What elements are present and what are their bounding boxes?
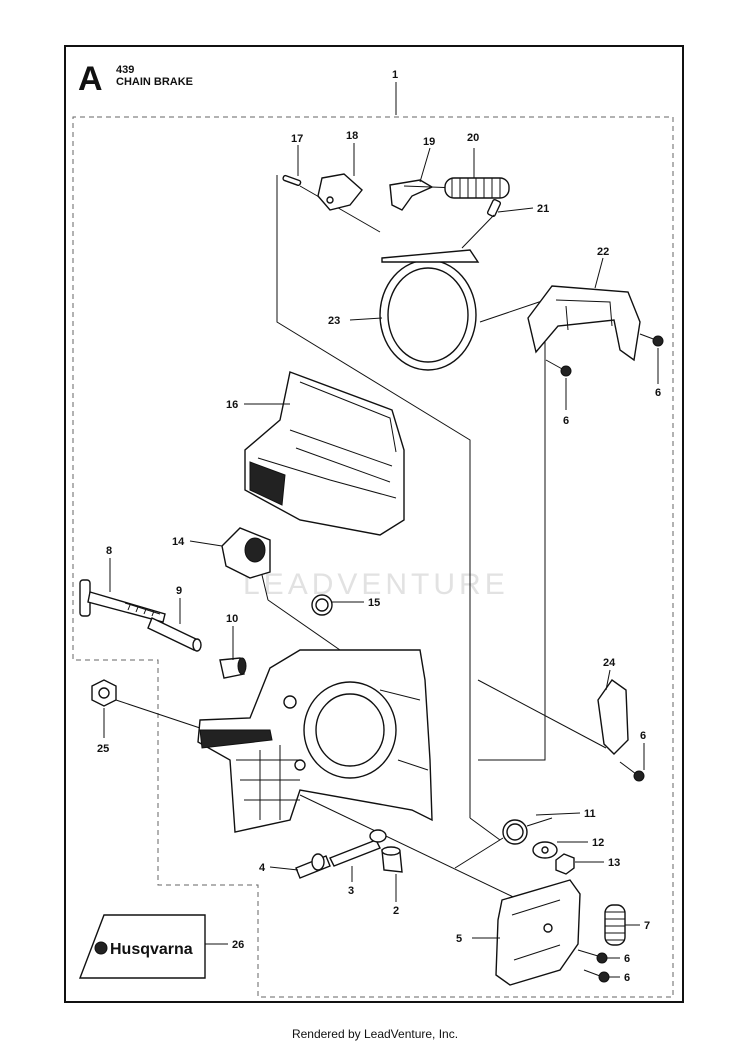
callout-12: 12 <box>592 837 604 849</box>
tab-24 <box>597 679 629 755</box>
callout-4: 4 <box>259 862 266 874</box>
spring-11 <box>454 817 553 869</box>
assembly-group-boundary <box>72 116 674 998</box>
bolt-8 <box>79 579 166 623</box>
callout-15: 15 <box>368 597 380 609</box>
nut-25 <box>91 679 117 707</box>
footer-credit: Rendered by LeadVenture, Inc. <box>291 1027 459 1041</box>
callout-2: 2 <box>393 905 399 917</box>
callout-21: 21 <box>537 203 549 215</box>
husqvarna-logo: Husqvarna <box>110 941 193 958</box>
callout-22: 22 <box>597 246 609 258</box>
nut-13 <box>555 853 575 875</box>
callout-24: 24 <box>603 657 616 669</box>
guard-bracket-22 <box>527 285 641 362</box>
callout-10: 10 <box>226 613 238 625</box>
callout-3: 3 <box>348 885 354 897</box>
callout-5: 5 <box>456 933 462 945</box>
pin-3 <box>329 829 387 867</box>
pin-21 <box>486 199 502 217</box>
callout-7: 7 <box>644 920 650 932</box>
callout-26: 26 <box>232 939 244 951</box>
diagram-title: CHAIN BRAKE <box>116 76 193 88</box>
callout-6-b: 6 <box>655 387 661 399</box>
callout-13: 13 <box>608 857 620 869</box>
screw-6-lower-2 <box>583 969 610 983</box>
section-letter: A <box>78 60 103 98</box>
callout-1: 1 <box>392 69 398 81</box>
callout-25: 25 <box>97 743 109 755</box>
washer-12 <box>532 841 558 859</box>
callout-20: 20 <box>467 132 479 144</box>
callout-6-e: 6 <box>624 972 630 984</box>
callout-23: 23 <box>328 315 340 327</box>
spring-20 <box>444 177 510 199</box>
handguard-16 <box>244 371 405 536</box>
line-housing-5 <box>299 794 531 906</box>
spring-15 <box>311 594 333 616</box>
decal-26: Husqvarna <box>78 914 206 979</box>
callout-8: 8 <box>106 545 112 557</box>
spring-7 <box>604 904 626 946</box>
callout-17: 17 <box>291 133 303 145</box>
brake-band-23 <box>379 249 480 371</box>
housing-main <box>197 649 433 833</box>
callout-16: 16 <box>226 399 238 411</box>
callout-14: 14 <box>172 536 185 548</box>
callout-11: 11 <box>584 808 596 820</box>
cover-plate-5 <box>495 879 581 986</box>
watermark-text: LEADVENTURE <box>243 568 509 601</box>
model-number: 439 <box>116 64 135 76</box>
callout-6-a: 6 <box>563 415 569 427</box>
pin-17 <box>282 174 302 187</box>
screw-6-middle <box>619 761 645 782</box>
pin-4 <box>295 853 331 879</box>
knob-14 <box>221 527 271 579</box>
diagram-frame <box>64 45 684 1003</box>
lever-18 <box>317 173 363 211</box>
callout-9: 9 <box>176 585 182 597</box>
bushing-10 <box>219 657 247 679</box>
callout-6-d: 6 <box>624 953 630 965</box>
screw-6-upper-left <box>545 359 572 377</box>
callout-19: 19 <box>423 136 435 148</box>
screw-6-lower-1 <box>577 949 608 964</box>
latch-19 <box>389 179 434 211</box>
group-line-upper <box>276 175 546 818</box>
sleeve-2 <box>381 846 403 873</box>
callout-6-c: 6 <box>640 730 646 742</box>
sleeve-9 <box>147 617 202 652</box>
screw-6-upper-right <box>639 333 664 347</box>
callout-18: 18 <box>346 130 358 142</box>
